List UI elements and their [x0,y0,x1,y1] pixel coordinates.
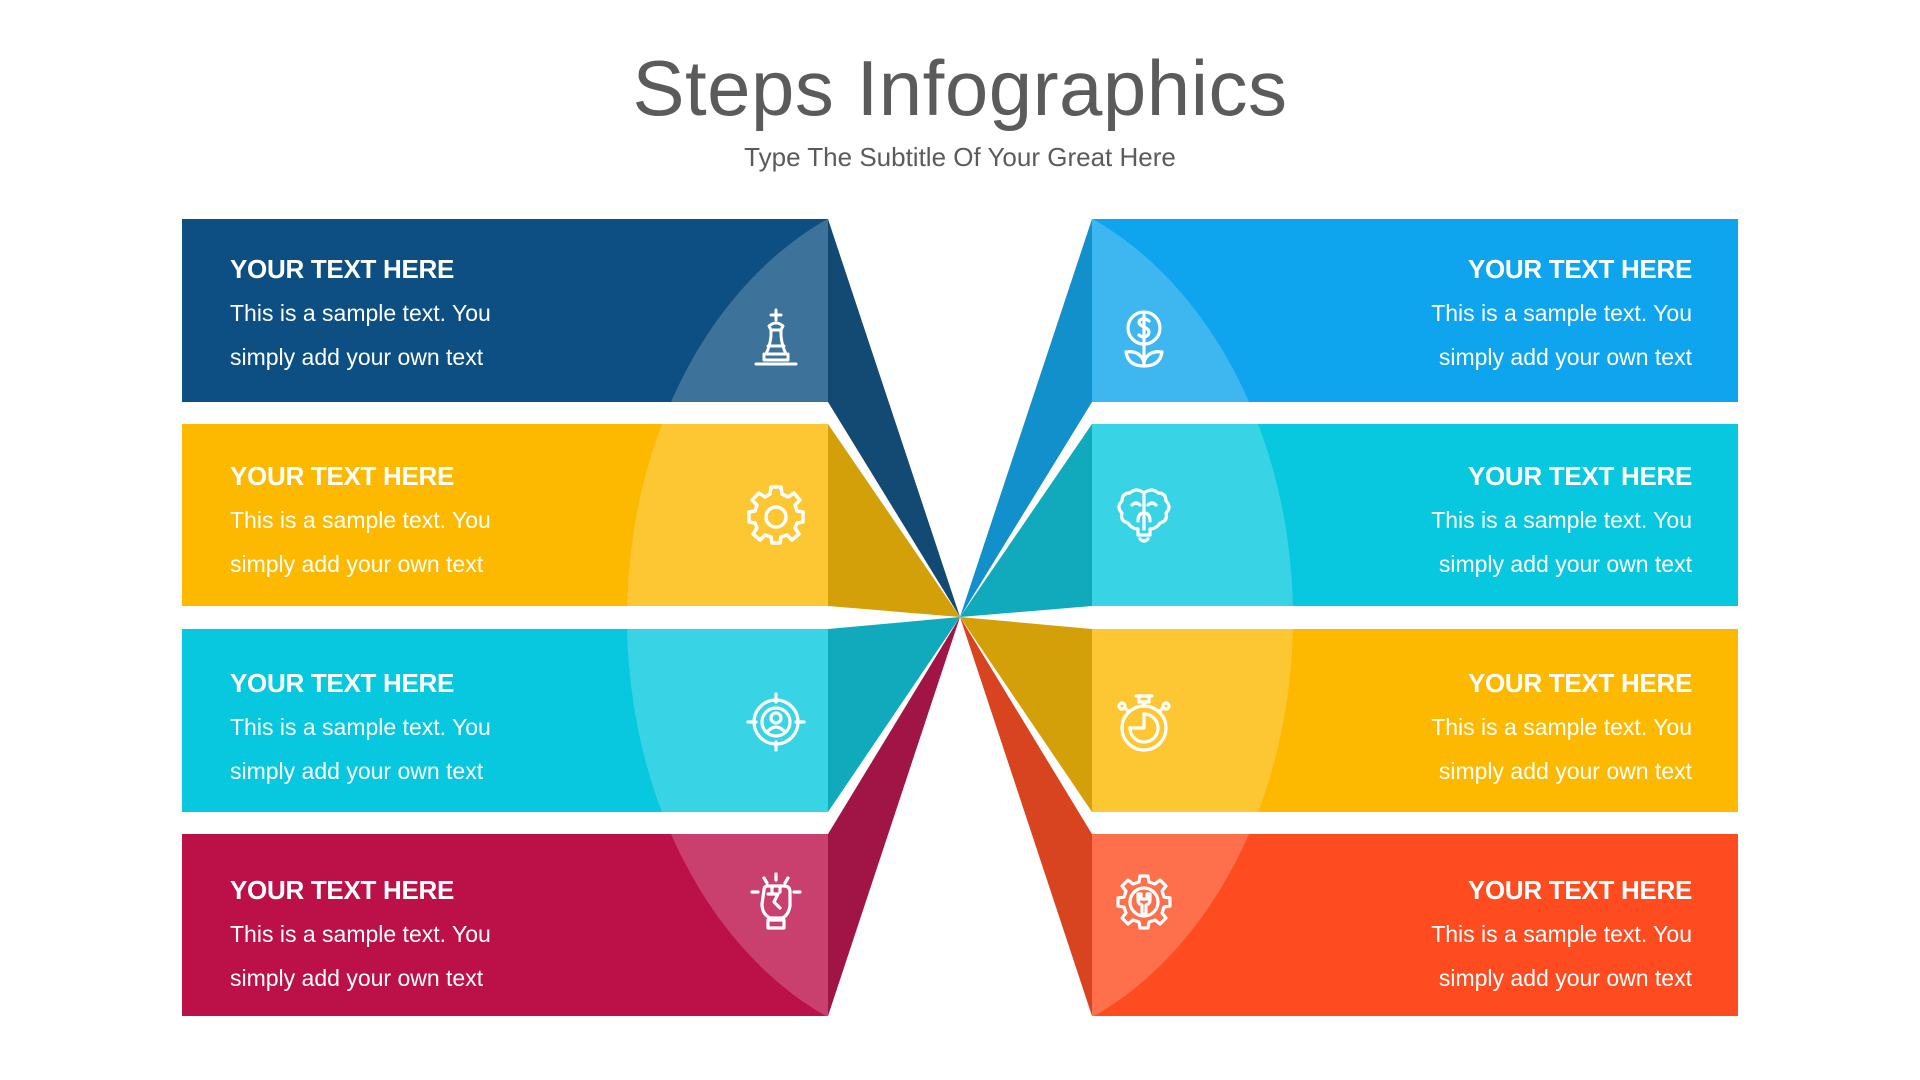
chess-king-icon [744,306,808,370]
card-body-line: simply add your own text [1438,965,1692,991]
card-left-2-bg [182,424,828,606]
card-body-line: simply add your own text [230,965,484,991]
card-right-2: YOUR TEXT HERE This is a sample text. Yo… [1312,460,1692,586]
card-body-line: simply add your own text [230,758,484,784]
card-body-line: simply add your own text [230,344,484,370]
card-heading: YOUR TEXT HERE [230,461,455,491]
fold-left-1 [828,219,960,617]
target-user-icon [744,690,808,754]
card-right-1-bg [1092,219,1738,402]
fold-right-4 [960,617,1092,1016]
fold-left-2 [828,424,960,617]
card-body-line: This is a sample text. You [230,714,491,740]
card-heading: YOUR TEXT HERE [230,254,455,284]
card-body-line: This is a sample text. You [1431,921,1692,947]
fold-left-4 [828,617,960,1016]
card-heading: YOUR TEXT HERE [230,875,455,905]
stopwatch-icon [1112,690,1176,754]
card-right-4: YOUR TEXT HERE This is a sample text. Yo… [1312,874,1692,1000]
card-heading: YOUR TEXT HERE [1467,461,1692,491]
ellipse-highlight [627,219,1293,1016]
page-subtitle: Type The Subtitle Of Your Great Here [744,142,1176,172]
fold-left-3 [828,617,960,812]
card-left-1: YOUR TEXT HERE This is a sample text. Yo… [230,253,610,379]
card-heading: YOUR TEXT HERE [1467,875,1692,905]
gear-wrench-icon [1112,870,1176,934]
card-body-line: This is a sample text. You [230,921,491,947]
card-left-4-bg [182,834,828,1016]
card-body-line: simply add your own text [1438,551,1692,577]
page-title: Steps Infographics [632,44,1288,132]
card-body-line: This is a sample text. You [1431,714,1692,740]
card-heading: YOUR TEXT HERE [1467,668,1692,698]
fold-right-3 [960,617,1092,812]
money-plant-icon [1112,306,1176,370]
card-right-3-bg [1092,629,1738,812]
card-left-3: YOUR TEXT HERE This is a sample text. Yo… [230,667,610,793]
card-left-3-bg [182,629,828,812]
card-body-line: simply add your own text [1438,758,1692,784]
card-left-4: YOUR TEXT HERE This is a sample text. Yo… [230,874,610,1000]
gear-icon [744,483,808,547]
fold-right-1 [960,219,1092,617]
card-body-line: This is a sample text. You [230,300,491,326]
card-body-line: This is a sample text. You [230,507,491,533]
card-body-line: This is a sample text. You [1431,300,1692,326]
card-right-3: YOUR TEXT HERE This is a sample text. Yo… [1312,667,1692,793]
card-right-1: YOUR TEXT HERE This is a sample text. Yo… [1312,253,1692,379]
card-right-2-bg [1092,424,1738,606]
card-body-line: This is a sample text. You [1431,507,1692,533]
fold-wedges [828,219,1092,1016]
card-left-1-bg [182,219,828,402]
card-body-line: simply add your own text [1438,344,1692,370]
card-heading: YOUR TEXT HERE [230,668,455,698]
card-left-2: YOUR TEXT HERE This is a sample text. Yo… [230,460,610,586]
fold-right-2 [960,424,1092,617]
raised-fist-icon [744,870,808,934]
card-right-4-bg [1092,834,1738,1016]
card-body-line: simply add your own text [230,551,484,577]
card-heading: YOUR TEXT HERE [1467,254,1692,284]
brain-bulb-icon [1112,483,1176,547]
